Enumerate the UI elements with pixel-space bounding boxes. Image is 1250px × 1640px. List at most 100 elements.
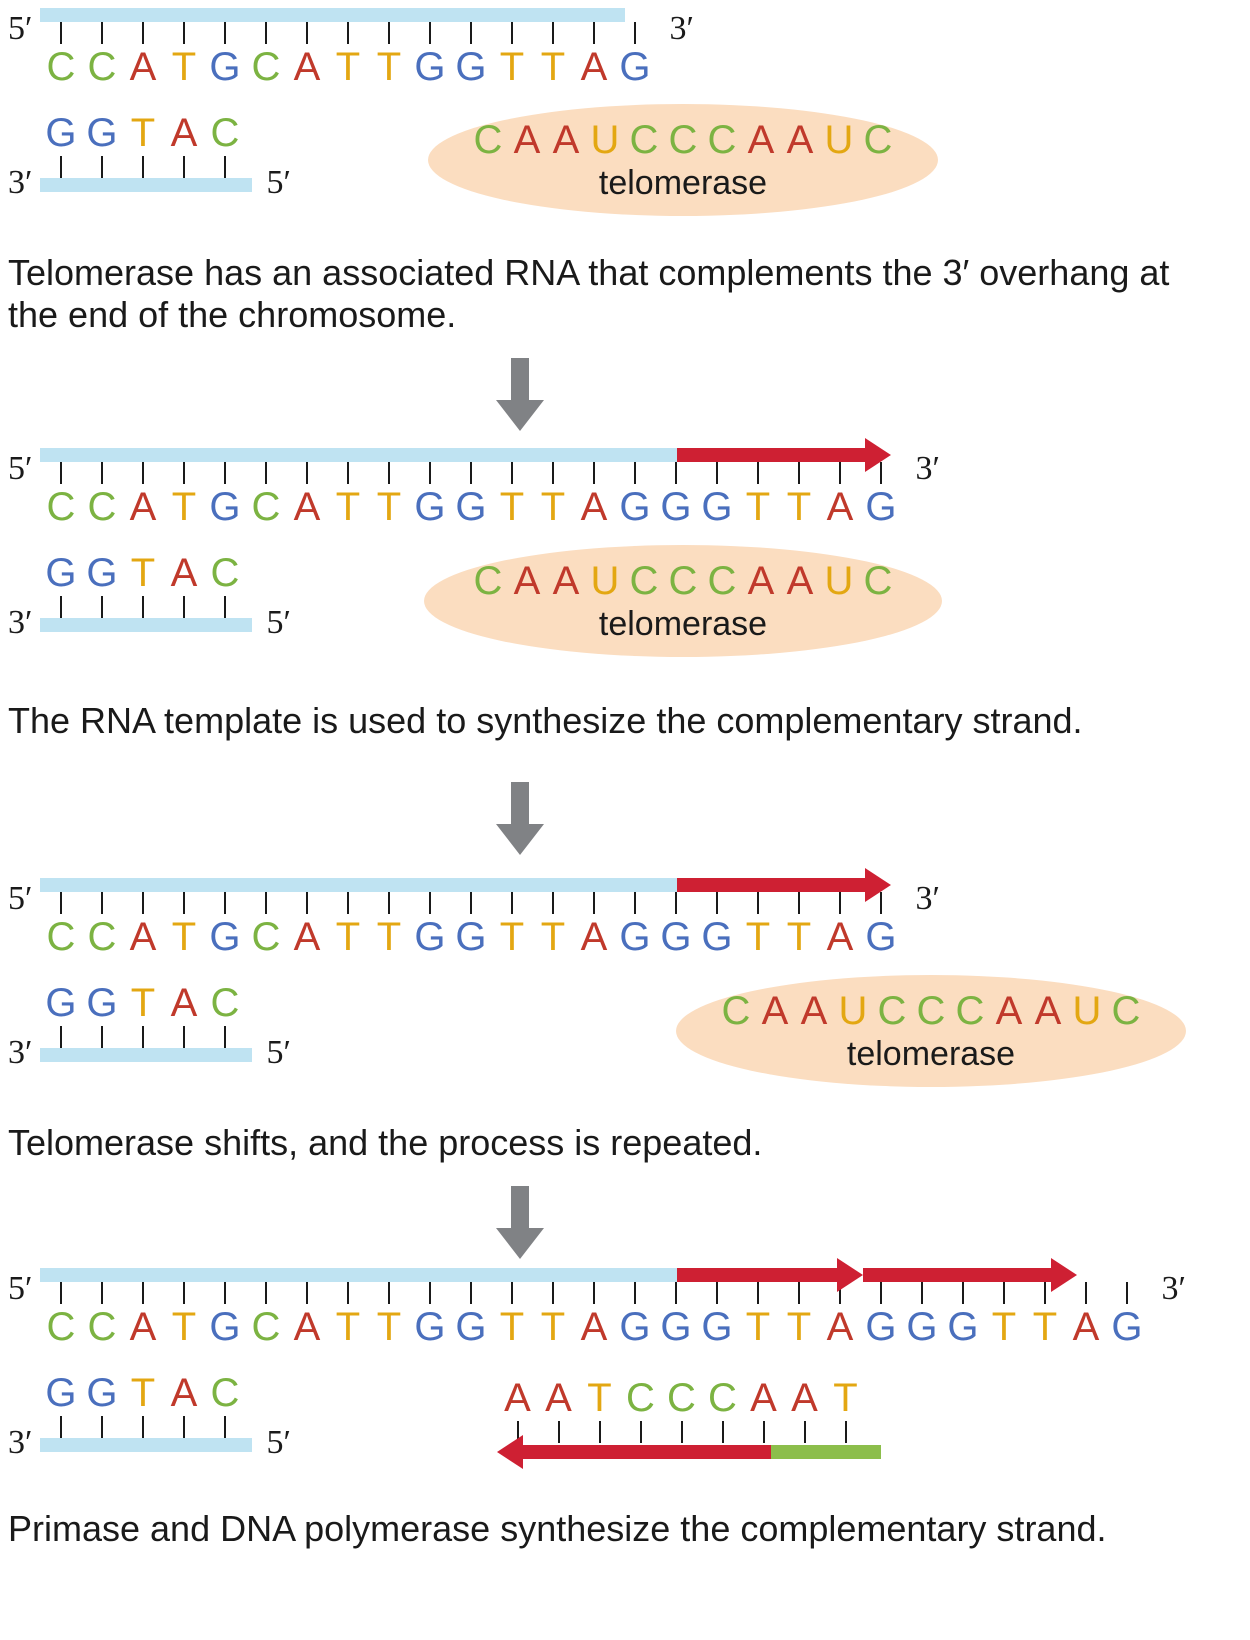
- base-a: A: [129, 1305, 157, 1349]
- base-pair-tick: [40, 596, 81, 618]
- step4-caption: Primase and DNA polymerase synthesize th…: [8, 1508, 1107, 1549]
- step3-bottom-left-end-label: 3′: [8, 1034, 33, 1071]
- base-pair-tick: [286, 892, 327, 914]
- base-a: A: [129, 45, 157, 89]
- base-pair-tick: [819, 1282, 860, 1304]
- base-c: C: [46, 485, 76, 529]
- rna-base-u: U: [838, 988, 868, 1033]
- synthesis-arrowhead-1: [837, 1258, 864, 1292]
- base-pair-tick: [1065, 1282, 1106, 1304]
- base-t: T: [171, 485, 197, 529]
- base-pair-tick: [81, 892, 122, 914]
- base-t: T: [991, 1305, 1017, 1349]
- base-t: T: [171, 915, 197, 959]
- base-g: G: [660, 915, 692, 959]
- new-dna-segment: [677, 878, 866, 892]
- base-a: A: [826, 915, 854, 959]
- template-dna-segment: [40, 618, 253, 632]
- rna-base-u: U: [590, 558, 620, 603]
- synthesis-arrowhead: [865, 868, 892, 902]
- base-a: A: [293, 485, 321, 529]
- base-pair-tick: [163, 1026, 204, 1048]
- base-a: A: [293, 45, 321, 89]
- base-t: T: [786, 915, 812, 959]
- rna-base-a: A: [995, 988, 1023, 1033]
- base-pair-tick: [532, 22, 573, 44]
- base-c: C: [46, 1305, 76, 1349]
- rna-base-a: A: [786, 117, 814, 162]
- base-pair-tick: [491, 462, 532, 484]
- base-a: A: [826, 1305, 854, 1349]
- step1-bottom-backbone: [40, 178, 253, 192]
- base-pair-tick: [532, 892, 573, 914]
- base-pair-tick: [655, 892, 696, 914]
- base-t: T: [745, 1305, 771, 1349]
- base-t: T: [376, 485, 402, 529]
- base-pair-tick: [368, 462, 409, 484]
- step2-caption: The RNA template is used to synthesize t…: [8, 700, 1083, 741]
- base-pair-tick: [122, 1416, 163, 1438]
- base-pair-tick: [40, 1026, 81, 1048]
- base-pair-tick: [122, 1282, 163, 1304]
- step4-bottom-ticks: [40, 1416, 252, 1438]
- rna-base-c: C: [473, 558, 503, 603]
- base-g: G: [414, 485, 446, 529]
- base-pair-tick: [163, 1282, 204, 1304]
- base-pair-tick: [778, 462, 819, 484]
- base-pair-tick: [81, 22, 122, 44]
- base-pair-tick: [696, 462, 737, 484]
- step1-bottom-right-end-label: 5′: [266, 164, 291, 201]
- base-g: G: [86, 1371, 118, 1415]
- base-pair-tick: [163, 596, 204, 618]
- step3-bottom-ticks: [40, 1026, 252, 1048]
- base-pair-tick: [778, 892, 819, 914]
- base-t: T: [130, 551, 156, 595]
- base-c: C: [87, 1305, 117, 1349]
- base-pair-tick: [163, 1416, 204, 1438]
- new-dna-segment-lagging: [523, 1445, 771, 1459]
- base-g: G: [701, 915, 733, 959]
- base-pair-tick: [81, 1026, 122, 1048]
- rna-base-c: C: [668, 117, 698, 162]
- step4-primer-ticks: [497, 1421, 881, 1443]
- base-t: T: [376, 45, 402, 89]
- base-g: G: [86, 981, 118, 1025]
- step3-top-right-end-label: 3′: [915, 880, 940, 917]
- base-pair-tick: [122, 156, 163, 178]
- rna-base-a: A: [1034, 988, 1062, 1033]
- rna-base-c: C: [955, 988, 985, 1033]
- base-pair-tick: [204, 1282, 245, 1304]
- base-pair-tick: [163, 892, 204, 914]
- base-t: T: [335, 915, 361, 959]
- base-pair-tick: [696, 892, 737, 914]
- base-g: G: [209, 45, 241, 89]
- process-arrow-2: [496, 782, 544, 855]
- base-g: G: [865, 915, 897, 959]
- base-pair-tick: [409, 1282, 450, 1304]
- synthesis-arrowhead-2: [1051, 1258, 1078, 1292]
- base-pair-tick: [655, 1282, 696, 1304]
- base-pair-tick: [901, 1282, 942, 1304]
- base-g: G: [947, 1305, 979, 1349]
- base-pair-tick: [614, 892, 655, 914]
- base-pair-tick: [245, 1282, 286, 1304]
- base-g: G: [660, 485, 692, 529]
- base-pair-tick: [368, 22, 409, 44]
- base-t: T: [540, 1305, 566, 1349]
- base-pair-tick: [204, 462, 245, 484]
- base-c: C: [210, 111, 240, 155]
- base-pair-tick: [368, 1282, 409, 1304]
- base-pair-tick: [696, 1282, 737, 1304]
